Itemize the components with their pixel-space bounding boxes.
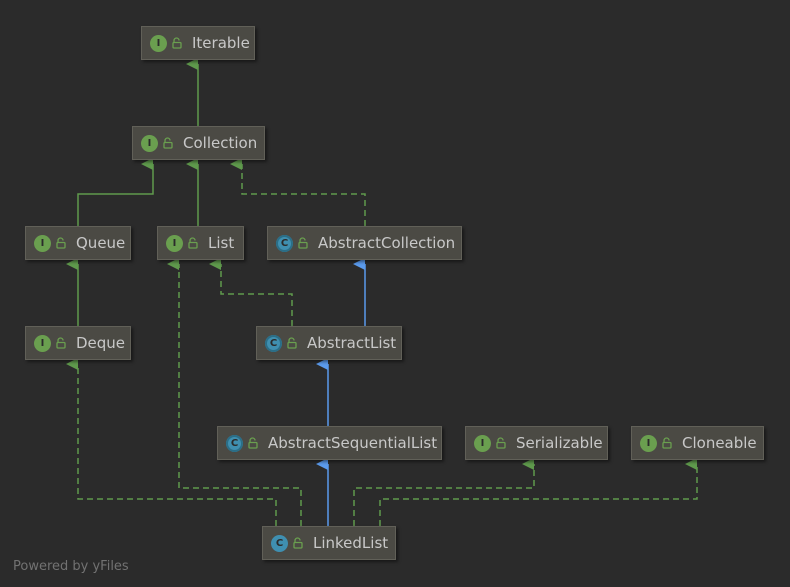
unlocked-padlock-icon xyxy=(293,537,303,549)
node-label: List xyxy=(208,234,235,252)
node-label: Collection xyxy=(183,134,258,152)
interface-icon: I xyxy=(34,234,51,252)
unlocked-padlock-icon xyxy=(298,237,308,249)
node-iterable[interactable]: I Iterable xyxy=(141,26,255,60)
node-label: Deque xyxy=(76,334,126,352)
node-abstract-list[interactable]: C AbstractList xyxy=(256,326,402,360)
class-icon: C xyxy=(271,534,288,552)
node-label: Iterable xyxy=(192,34,250,52)
node-label: Cloneable xyxy=(682,434,757,452)
edge-linkedlist-deque xyxy=(66,358,277,526)
node-serializable[interactable]: I Serializable xyxy=(465,426,608,460)
node-abstract-collection[interactable]: C AbstractCollection xyxy=(267,226,462,260)
node-label: AbstractList xyxy=(307,334,397,352)
node-label: Queue xyxy=(76,234,126,252)
node-label: AbstractCollection xyxy=(318,234,456,252)
unlocked-padlock-icon xyxy=(172,37,182,49)
unlocked-padlock-icon xyxy=(163,137,173,149)
interface-icon: I xyxy=(640,434,657,452)
abstract-class-icon: C xyxy=(276,234,293,252)
node-queue[interactable]: I Queue xyxy=(25,226,131,260)
unlocked-padlock-icon xyxy=(56,237,66,249)
node-label: Serializable xyxy=(516,434,603,452)
node-abstract-sequential-list[interactable]: C AbstractSequentialList xyxy=(217,426,442,460)
unlocked-padlock-icon xyxy=(56,337,66,349)
edge-linkedlist-list xyxy=(167,258,302,526)
powered-by-footer: Powered by yFiles xyxy=(13,559,129,574)
unlocked-padlock-icon xyxy=(248,437,258,449)
interface-icon: I xyxy=(166,234,183,252)
abstract-class-icon: C xyxy=(265,334,282,352)
node-deque[interactable]: I Deque xyxy=(25,326,131,360)
edge-abstractcollection-collection xyxy=(230,158,366,226)
interface-icon: I xyxy=(150,34,167,52)
interface-icon: I xyxy=(141,134,158,152)
interface-icon: I xyxy=(474,434,491,452)
edge-abstractlist-list xyxy=(209,258,293,326)
node-list[interactable]: I List xyxy=(157,226,244,260)
node-collection[interactable]: I Collection xyxy=(132,126,265,160)
unlocked-padlock-icon xyxy=(496,437,506,449)
interface-icon: I xyxy=(34,334,51,352)
unlocked-padlock-icon xyxy=(188,237,198,249)
unlocked-padlock-icon xyxy=(287,337,297,349)
node-label: AbstractSequentialList xyxy=(268,434,438,452)
edge-queue-collection xyxy=(77,158,154,226)
abstract-class-icon: C xyxy=(226,434,243,452)
unlocked-padlock-icon xyxy=(662,437,672,449)
node-label: LinkedList xyxy=(313,534,389,552)
node-linked-list[interactable]: C LinkedList xyxy=(262,526,396,560)
edge-linkedlist-serializable xyxy=(353,458,535,526)
node-cloneable[interactable]: I Cloneable xyxy=(631,426,764,460)
edge-linkedlist-cloneable xyxy=(379,458,698,526)
